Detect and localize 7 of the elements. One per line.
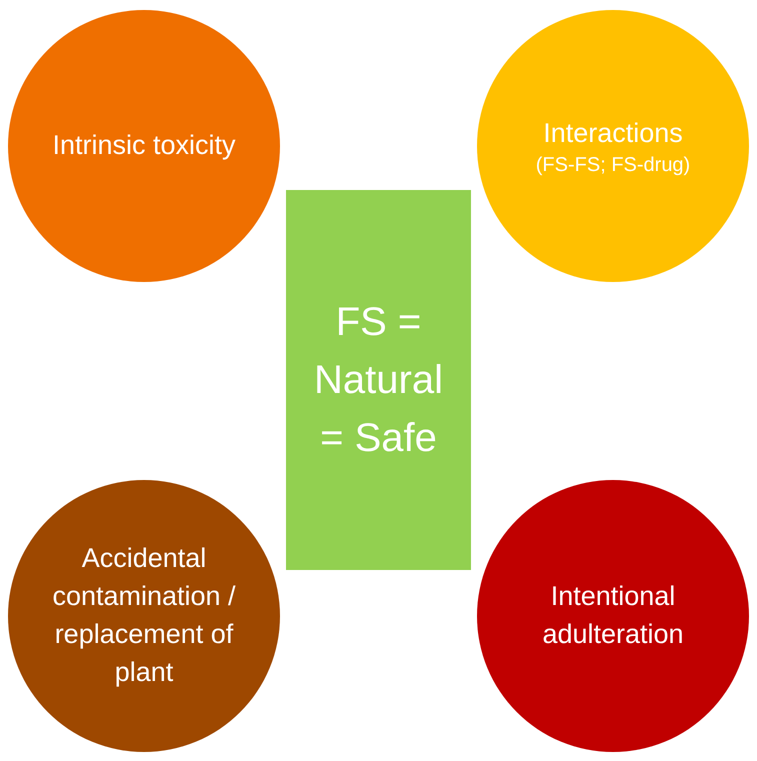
node-label: Intentional adulteration [541,580,685,651]
node-label: Interactions [543,116,683,150]
node-label: Accidental contamination / replacement of plant [51,542,237,689]
center-label: FS = Natural = Safe [313,299,444,462]
center-panel [286,190,471,570]
node-label: Intrinsic toxicity [52,129,236,162]
node-sublabel: (FS-FS; FS-drug) [536,154,690,178]
